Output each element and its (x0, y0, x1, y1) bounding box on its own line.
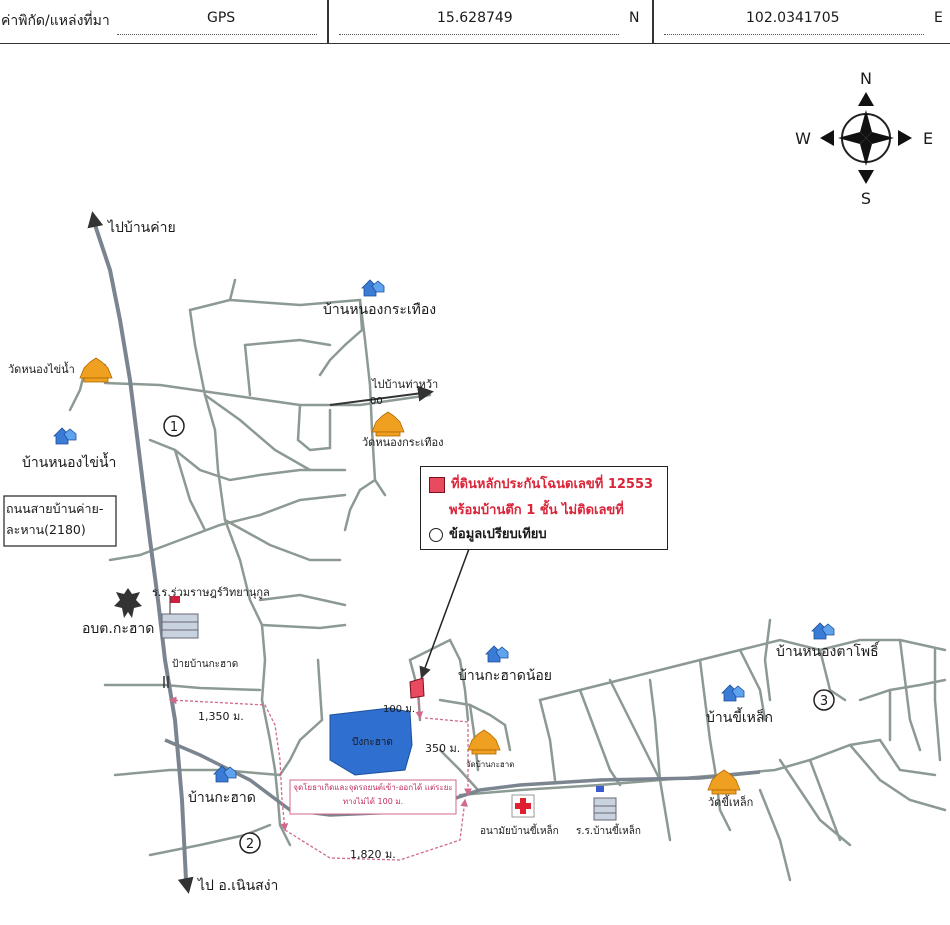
compass-south: S (861, 189, 871, 208)
compass-north: N (860, 69, 872, 88)
distance-100: 100 ม. (383, 704, 415, 715)
svg-text:00: 00 (370, 396, 383, 407)
house-icon (485, 645, 509, 663)
source-cell: ค่าพิกัด/แหล่งที่มา GPS (0, 0, 328, 44)
sign-post-icon (163, 676, 169, 688)
arrow-to-noen-sa-nga (177, 876, 194, 894)
subject-square-icon (429, 476, 445, 493)
temple-icon (467, 729, 501, 755)
to-ban-tha-wa-label: ไปบ้านท่าหว้า (371, 378, 438, 391)
temple-khi-lek-label: วัดขี้เหล็ก (708, 794, 753, 809)
temple-icons (79, 357, 741, 795)
arrow-to-ban-tha-wa (329, 385, 434, 406)
comparable-marker-3: 3 (813, 689, 835, 711)
village-nong-khai-nam: บ้านหนองไข่น้ำ (22, 452, 116, 471)
access-note-box (289, 779, 457, 815)
road-network (68, 278, 947, 882)
latitude-dir: N (629, 10, 640, 26)
temple-nong-khai-nam-label: วัดหนองไข่น้ำ (8, 361, 75, 376)
house-icon (811, 622, 835, 640)
compass-east: E (923, 129, 933, 148)
access-note: จุดโยธาเกิดและจุดรถยนต์เข้า-ออกได้ แต่ระ… (293, 783, 453, 806)
longitude-cell: 102.0341705 E (653, 0, 950, 44)
longitude-value: 102.0341705 (746, 10, 840, 26)
distance-lines (168, 696, 472, 861)
map-legend: ที่ดินหลักประกันโฉนดเลขที่ 12553 พร้อมบ้… (420, 466, 668, 550)
road-name-label: ถนนสายบ้านค่าย-ละหาน(2180) (6, 501, 104, 537)
road-name-box (3, 495, 117, 547)
legend-comparison-row: ข้อมูลเปรียบเทียบ (429, 523, 547, 544)
house-icon (213, 765, 237, 783)
legend-subject-row: ที่ดินหลักประกันโฉนดเลขที่ 12553 (429, 473, 653, 494)
village-khi-lek: บ้านขี้เหล็ก (706, 707, 773, 726)
pond-label: บึงกะฮาด (352, 736, 393, 748)
legend-comparison: ข้อมูลเปรียบเทียบ (449, 527, 547, 542)
temple-icon (707, 769, 741, 795)
arrow-to-ban-khai (87, 211, 104, 229)
pond-bueng-kra-hat (329, 707, 413, 776)
legend-subject-line2: พร้อมบ้านตึก 1 ชั้น ไม่ติดเลขที่ (449, 503, 624, 518)
hospital-cross-icon (511, 794, 535, 818)
to-noen-sa-nga-label: ไป อ.เนินสง่า (197, 877, 278, 894)
location-label: ค่าพิกัด/แหล่งที่มา (1, 13, 110, 29)
svg-text:2: 2 (246, 837, 254, 852)
svg-text:3: 3 (820, 694, 828, 709)
distance-1820: 1,820 ม. (350, 848, 396, 861)
sign-label: ป้ายบ้านกะฮาด (172, 658, 238, 670)
subject-plot (409, 677, 425, 699)
svg-text:1: 1 (170, 420, 178, 435)
compass-west: W (795, 129, 811, 148)
garuda-emblem-icon (114, 588, 142, 618)
bridge-icon: 00 (370, 396, 383, 407)
temple-icon (371, 411, 405, 437)
compass-rose (820, 92, 912, 184)
latitude-value: 15.628749 (437, 10, 513, 26)
longitude-dir: E (934, 10, 943, 26)
school-building-icon (161, 596, 199, 639)
village-kra-hat: บ้านกะฮาด (188, 790, 256, 806)
house-icon (721, 684, 745, 702)
to-ban-khai-label: ไปบ้านค่าย (107, 219, 176, 236)
school-building-icon (593, 786, 617, 821)
coordinate-header: ค่าพิกัด/แหล่งที่มา GPS 15.628749 N 102.… (0, 0, 950, 46)
highway-2180 (93, 224, 188, 881)
house-icon (361, 279, 385, 297)
village-nong-ta-pho: บ้านหนองตาโพธิ์ (776, 641, 880, 660)
temple-icon (79, 357, 113, 383)
comparable-marker-2: 2 (239, 832, 261, 854)
comparable-marker-1: 1 (163, 415, 185, 437)
school-khi-lek-label: ร.ร.บ้านขี้เหล็ก (576, 823, 641, 837)
source-value: GPS (207, 10, 236, 26)
school-ruam-label: ร.ร.ร่วมราษฎร์วิทยานุกูล (152, 586, 270, 599)
temple-nong-krathueng-label: วัดหนองกระเทือง (362, 436, 444, 449)
legend-subject-line1: ที่ดินหลักประกันโฉนดเลขที่ 12553 (451, 477, 654, 492)
latitude-cell: 15.628749 N (328, 0, 653, 44)
distance-1350: 1,350 ม. (198, 710, 244, 723)
village-nong-krathueng: บ้านหนองกระเทือง (323, 302, 436, 318)
temple-ban-kra-hat-label: วัดบ้านกะฮาด (466, 760, 514, 769)
obt-label: อบต.กะฮาด (82, 621, 154, 637)
village-kra-hat-noi: บ้านกะฮาดน้อย (458, 668, 552, 684)
comparison-circle-icon (429, 527, 443, 542)
legend-pointer (419, 545, 471, 679)
village-icons (53, 279, 835, 783)
health-center-label: อนามัยบ้านขี้เหล็ก (480, 823, 559, 837)
house-icon (53, 427, 77, 445)
distance-350: 350 ม. (425, 742, 460, 755)
